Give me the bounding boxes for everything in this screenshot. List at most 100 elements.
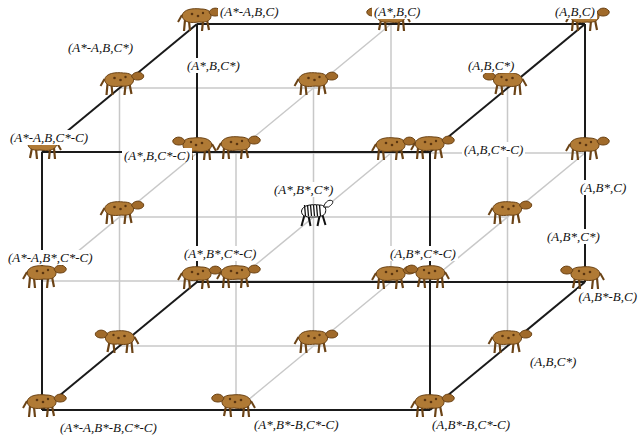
vertex-label: (A*,B,C)	[372, 4, 422, 19]
zebra-head	[324, 200, 333, 207]
hyena-spot	[236, 143, 239, 146]
hyena-body	[221, 137, 250, 151]
hyena-spot	[241, 269, 243, 271]
hyena-tail	[372, 273, 376, 280]
vertex-label: (A*,B,C*)	[185, 58, 242, 73]
vertex-label: (A,B*-B,C)	[577, 289, 639, 304]
hyena-head	[248, 265, 260, 273]
vertex-label: (A*-A,B,C*-C)	[8, 130, 90, 145]
hyena-figure	[178, 8, 221, 31]
hyena-spot	[236, 272, 239, 275]
hyena-spot	[124, 76, 126, 78]
hyena-spot	[430, 401, 433, 404]
hyena-spot	[391, 273, 394, 276]
hyena-head	[442, 394, 454, 402]
hyena-tail	[135, 337, 139, 344]
hyena-spot	[385, 142, 388, 145]
hyena-head	[132, 72, 144, 80]
hyena-spot	[124, 205, 126, 207]
zebra-figure	[302, 200, 333, 226]
hyena-figure	[178, 266, 221, 289]
hyena-spot	[424, 399, 427, 402]
hyena-spot	[234, 401, 237, 404]
hyena-body	[27, 266, 56, 280]
hyena-spot	[505, 79, 508, 82]
hyena-figure	[483, 72, 526, 95]
hyena-spot	[590, 141, 592, 143]
hyena-tail	[217, 272, 221, 279]
cube-edge	[197, 23, 585, 25]
hyena-head	[520, 330, 532, 338]
hyena-spot	[191, 271, 194, 274]
cube-edge	[430, 282, 585, 410]
lattice-lines	[42, 24, 585, 410]
vertex-label: (A*,B*,C*)	[272, 182, 335, 197]
hyena-spot	[201, 142, 204, 145]
hyena-spot	[583, 273, 586, 276]
hyena-tail	[251, 401, 255, 408]
hyena-head	[597, 8, 609, 16]
hyena-body	[105, 331, 134, 345]
lattice-line	[430, 153, 585, 281]
hyena-spot	[197, 273, 200, 276]
hyena-head	[406, 265, 418, 273]
hyena-figure	[566, 137, 609, 160]
hyena-spot	[42, 272, 45, 275]
vertex-label: (A*-A,B,C)	[218, 4, 280, 19]
animal-figures	[18, 8, 609, 417]
hyena-head	[442, 136, 454, 144]
hyena-body	[299, 331, 328, 345]
vertex-label: (A*-A,B,C*)	[66, 40, 135, 55]
hyena-body	[493, 73, 522, 87]
hyena-spot	[117, 337, 120, 340]
hyena-figure	[406, 265, 449, 288]
hyena-body	[376, 138, 405, 152]
hyena-spot	[230, 141, 233, 144]
hyena-spot	[512, 205, 514, 207]
lattice-line	[120, 345, 508, 347]
cube-edge	[430, 24, 585, 152]
hyena-spot	[123, 335, 126, 338]
hyena-body	[299, 73, 328, 87]
hyena-figure	[295, 330, 338, 353]
vertex-label: (A,B,C*-C)	[462, 142, 525, 157]
hyena-spot	[385, 271, 388, 274]
hyena-spot	[396, 270, 398, 272]
vertex-label: (A*,B*,C*-C)	[182, 246, 258, 261]
hyena-head	[54, 394, 66, 402]
hyena-body	[222, 395, 251, 409]
hyena-figure	[23, 265, 66, 288]
zebra-stripe	[308, 205, 309, 216]
hyena-figure	[23, 394, 66, 417]
vertex-label: (A*-A,B*-B,C*-C)	[58, 420, 159, 435]
hyena-body	[571, 267, 600, 281]
zebra-stripe	[311, 205, 312, 216]
hyena-spot	[435, 140, 437, 142]
hyena-head	[212, 394, 224, 402]
hyena-head	[561, 266, 573, 274]
hyena-head	[520, 201, 532, 209]
hyena-spot	[230, 270, 233, 273]
hyena-tail	[523, 79, 527, 86]
hyena-spot	[113, 77, 116, 80]
hyena-spot	[229, 398, 231, 400]
hyena-body	[27, 395, 56, 409]
hyena-spot	[391, 144, 394, 147]
cube-edge	[42, 151, 430, 153]
hyena-figure	[101, 72, 144, 95]
hyena-spot	[307, 77, 310, 80]
hyena-spot	[578, 270, 580, 272]
hyena-spot	[202, 12, 204, 14]
hyena-spot	[585, 144, 588, 147]
hyena-spot	[42, 401, 45, 404]
hyena-figure	[212, 394, 255, 417]
hyena-spot	[430, 143, 433, 146]
hyena-body	[493, 202, 522, 216]
hyena-body	[182, 267, 211, 281]
hyena-tail	[23, 272, 27, 279]
vertex-label: (A*-A,B*,C*-C)	[6, 250, 94, 265]
hyena-figure	[411, 394, 454, 417]
cube-edge	[42, 409, 430, 411]
vertex-label: (A,B,C*)	[466, 58, 516, 73]
